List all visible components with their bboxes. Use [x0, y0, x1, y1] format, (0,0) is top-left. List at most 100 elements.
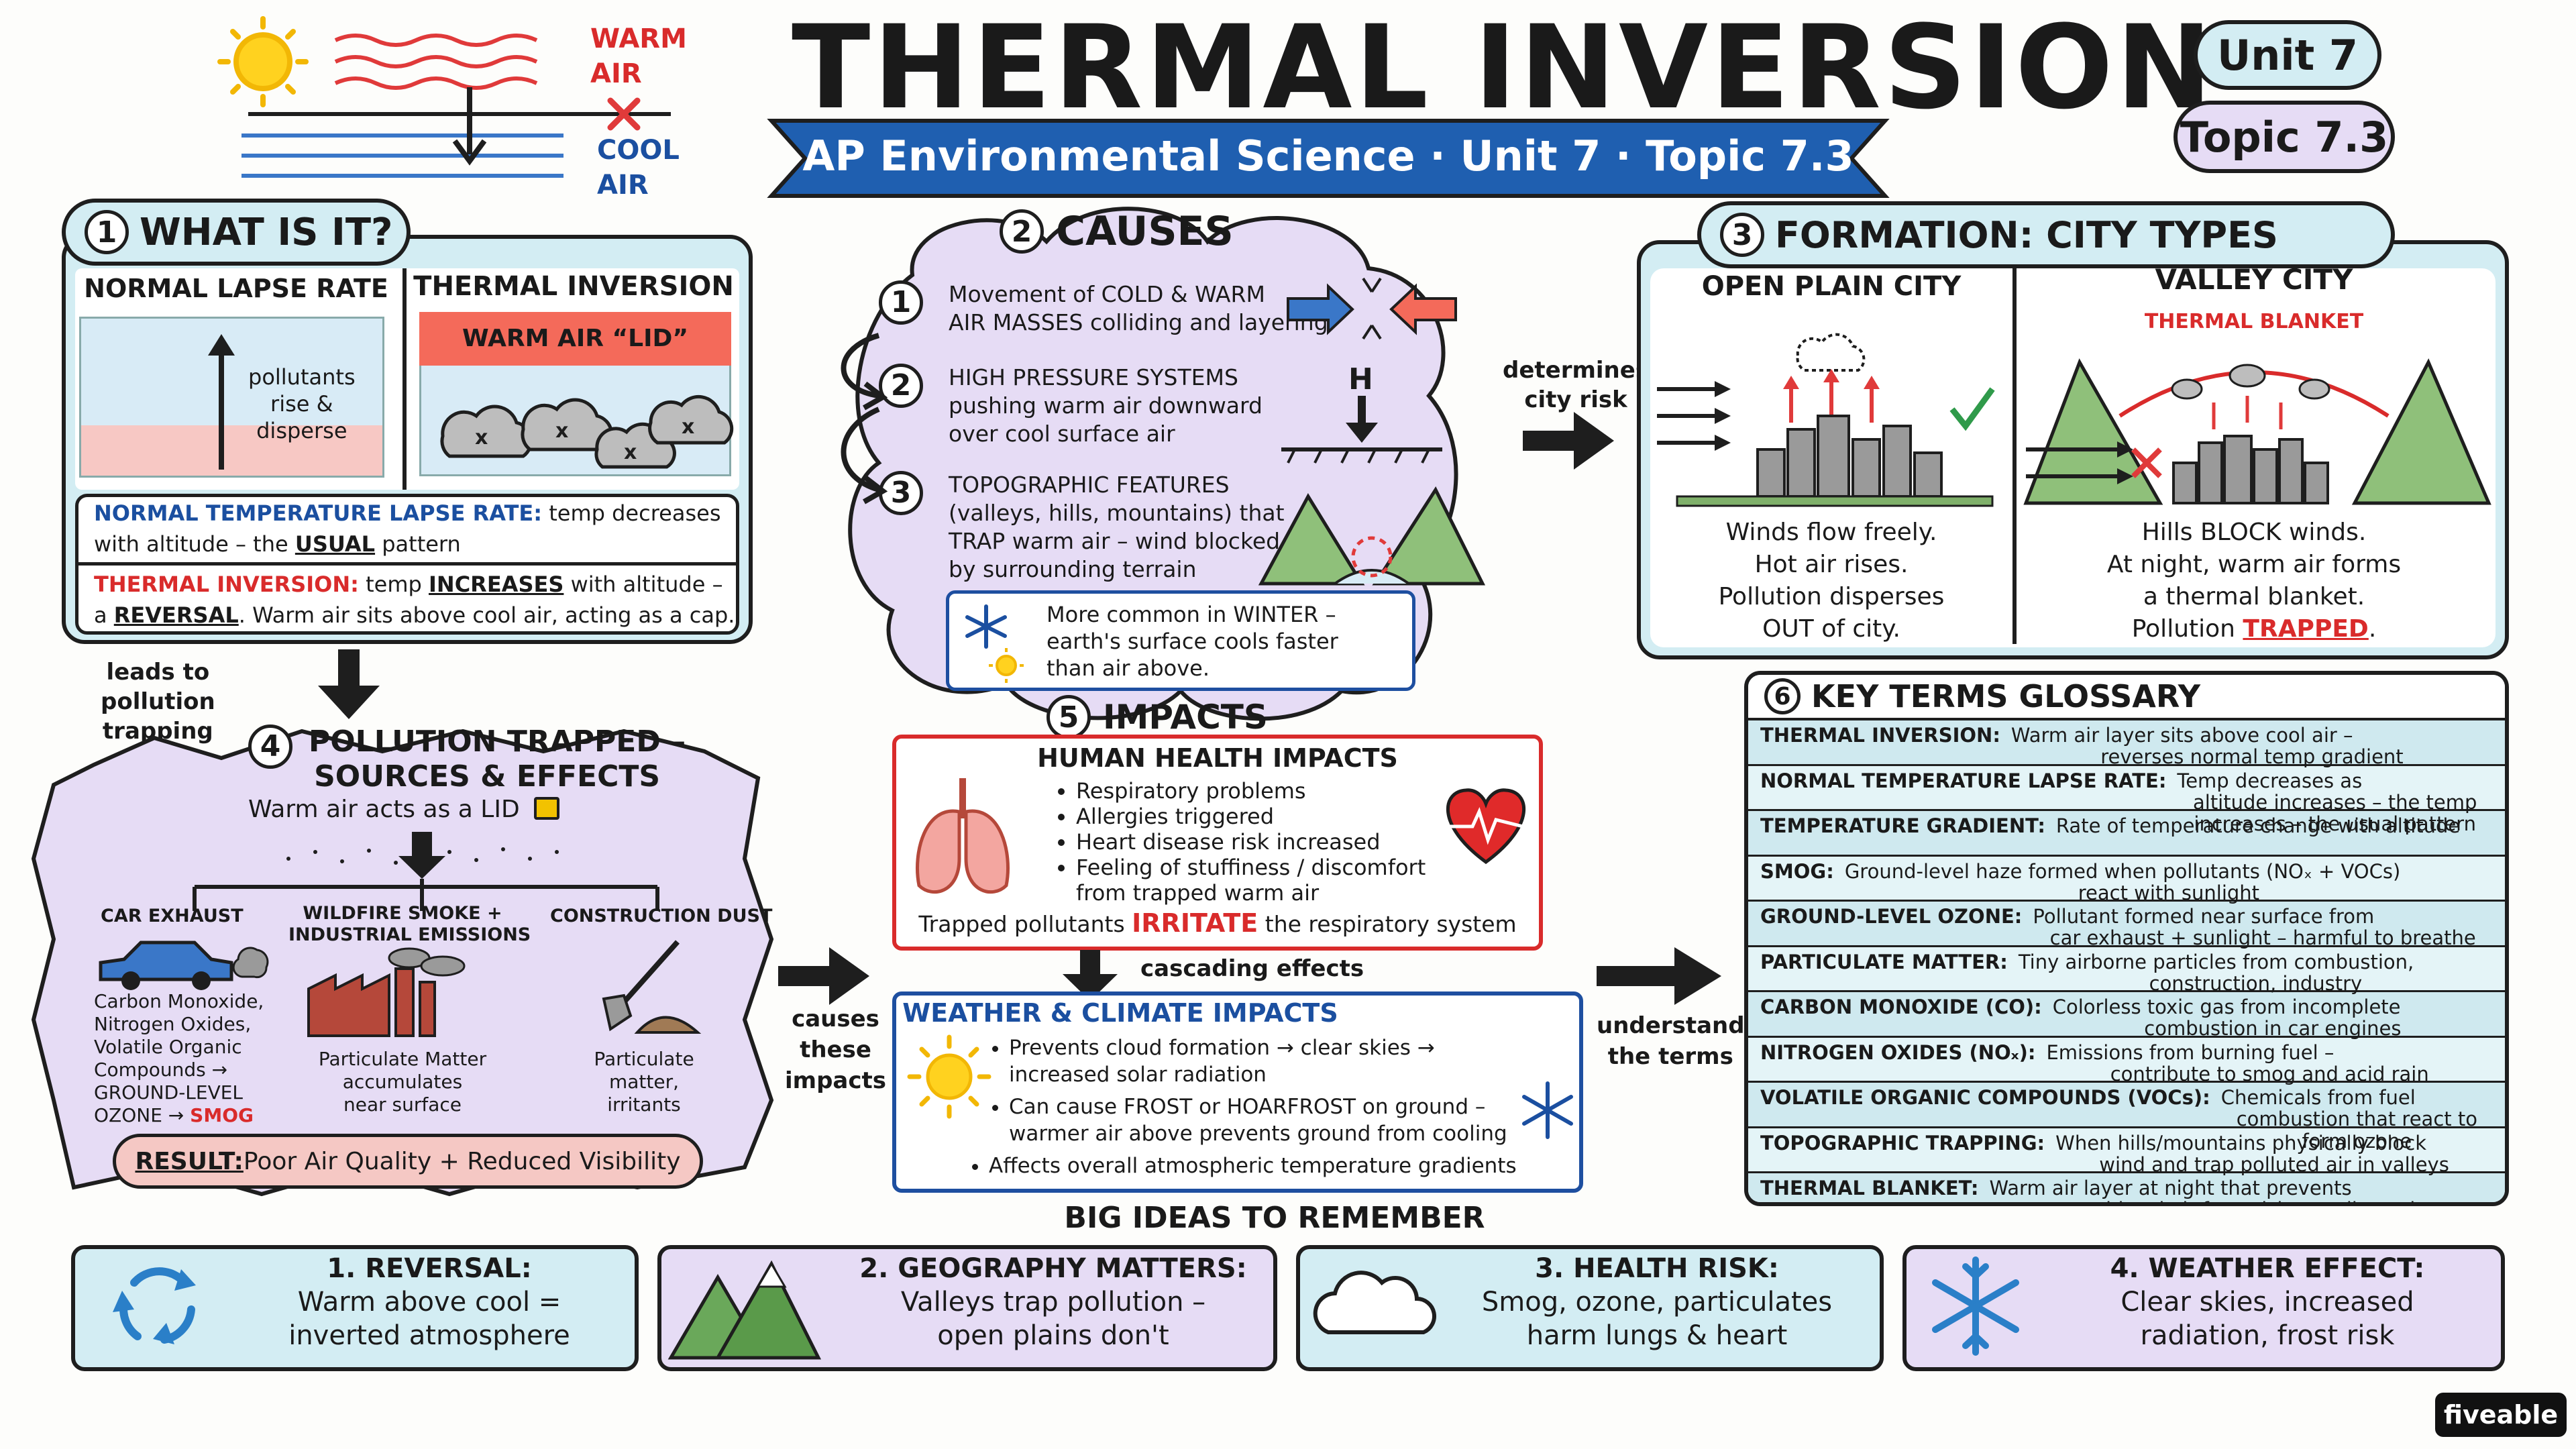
- heart-icon: [1446, 788, 1526, 865]
- branching-arrows-icon: [193, 832, 659, 911]
- health-impacts-footer: Trapped pollutants IRRITATE the respirat…: [918, 908, 1517, 938]
- mountains-icon: [667, 1260, 822, 1360]
- big-ideas-title: BIG IDEAS TO REMEMBER: [1064, 1201, 1485, 1235]
- glossary-term: THERMAL BLANKET:: [1760, 1177, 1979, 1199]
- glossary-row: PARTICULATE MATTER: Tiny airborne particl…: [1748, 947, 2505, 995]
- down-arrow-icon: [318, 649, 380, 719]
- valley-city-title: VALLEY CITY: [2155, 263, 2353, 296]
- glossary-term: TOPOGRAPHIC TRAPPING:: [1760, 1131, 2045, 1155]
- glossary-term: TEMPERATURE GRADIENT:: [1760, 814, 2045, 837]
- car-icon: [99, 941, 269, 990]
- thermal-inversion-title: THERMAL INVERSION: [413, 271, 734, 302]
- definition-normal-lapse: NORMAL TEMPERATURE LAPSE RATE: temp decr…: [94, 500, 721, 557]
- glossary-definition: Warm air layer at night that preventsgro…: [1989, 1177, 2440, 1202]
- glossary-term: PARTICULATE MATTER:: [1760, 950, 2008, 973]
- topic-badge: Topic 7.3: [2174, 101, 2395, 173]
- weather-impacts-panel: [892, 991, 1583, 1193]
- big-idea-card-4: [1902, 1245, 2505, 1371]
- glossary-row: TOPOGRAPHIC TRAPPING: When hills/mountain…: [1748, 1128, 2505, 1176]
- right-arrow-icon: [1523, 412, 1614, 470]
- glossary-row: SMOG: Ground-level haze formed when pollu…: [1748, 856, 2505, 904]
- unit-badge: Unit 7: [2194, 20, 2381, 90]
- high-pressure-icon: [1281, 396, 1442, 464]
- glossary-term: THERMAL INVERSION:: [1760, 724, 2000, 747]
- glossary-row: NITROGEN OXIDES (NOₓ): Emissions from bur…: [1748, 1037, 2505, 1085]
- big-idea-1-text: 1. REVERSAL:Warm above cool =inverted at…: [288, 1253, 570, 1351]
- glossary-row: THERMAL INVERSION: Warm air layer sits ab…: [1748, 720, 2505, 769]
- down-arrow-icon-2: [1063, 950, 1118, 1001]
- warm-cool-air-icon: [217, 16, 671, 178]
- rising-arrow-icon: [208, 334, 235, 470]
- svg-text:x: x: [475, 426, 488, 449]
- valley-terrain-icon: [1258, 486, 1486, 586]
- source-construction-title: CONSTRUCTION DUST: [550, 906, 773, 926]
- source-wildfire-title: WILDFIRE SMOKE +INDUSTRIAL EMISSIONS: [288, 903, 531, 945]
- glossary-definition: Warm air layer sits above cool air –reve…: [2010, 724, 2404, 769]
- definition-thermal-inversion: THERMAL INVERSION: temp INCREASES with a…: [94, 572, 735, 628]
- divider: [402, 268, 407, 490]
- glossary-term: SMOG:: [1760, 859, 1834, 883]
- big-idea-card-1: [71, 1245, 639, 1371]
- big-idea-2-text: 2. GEOGRAPHY MATTERS:Valleys trap pollut…: [859, 1253, 1247, 1351]
- curved-arrows-icon: [841, 333, 888, 504]
- glossary-definition: Tiny airborne particles from combustion,…: [2018, 950, 2414, 995]
- formation-divider: [2012, 268, 2017, 644]
- big-idea-4-text: 4. WEATHER EFFECT:Clear skies, increased…: [2110, 1253, 2425, 1351]
- snowflake-icon: [1522, 1081, 1573, 1139]
- right-arrow-icon-2: [778, 947, 869, 1005]
- glossary-term: GROUND-LEVEL OZONE:: [1760, 905, 2023, 928]
- svg-text:x: x: [624, 441, 637, 464]
- glossary-definition: Emissions from burning fuel –contribute …: [2046, 1040, 2429, 1085]
- high-pressure-symbol: H: [1348, 362, 1373, 396]
- weather-impacts-list: Prevents cloud formation → clear skies →…: [986, 1034, 1517, 1179]
- right-arrow-icon-3: [1597, 947, 1721, 1005]
- weather-impacts-title: WEATHER & CLIMATE IMPACTS: [902, 998, 1338, 1028]
- thermal-blanket-label: THERMAL BLANKET: [2144, 310, 2364, 333]
- glossary-term: VOLATILE ORGANIC COMPOUNDS (VOCs):: [1760, 1086, 2210, 1109]
- source-car-text: Carbon Monoxide,Nitrogen Oxides,Volatile…: [94, 990, 264, 1126]
- cloud-icon: [1313, 1271, 1436, 1334]
- glossary-term: NITROGEN OXIDES (NOₓ):: [1760, 1040, 2036, 1064]
- cascading-effects-label: cascading effects: [1140, 955, 1364, 982]
- open-plain-city-icon: [1657, 333, 1995, 507]
- glossary-row: CARBON MONOXIDE (CO): Colorless toxic gas…: [1748, 992, 2505, 1040]
- glossary-row: GROUND-LEVEL OZONE: Pollutant formed near…: [1748, 902, 2505, 950]
- glossary-term: NORMAL TEMPERATURE LAPSE RATE:: [1760, 769, 2167, 792]
- colliding-air-icon: [1287, 277, 1457, 340]
- lungs-icon: [916, 778, 1010, 894]
- pollution-header: 4 POLLUTION TRAPPED –SOURCES & EFFECTS: [248, 724, 686, 794]
- shovel-icon: [602, 940, 702, 1034]
- brand-logo: fiveable: [2435, 1393, 2567, 1437]
- cycle-arrows-icon: [113, 1267, 196, 1344]
- glossary-row: TEMPERATURE GRADIENT: Rate of temperature…: [1748, 811, 2505, 857]
- glossary-term: CARBON MONOXIDE (CO):: [1760, 996, 2042, 1018]
- lock-icon: [534, 797, 560, 820]
- big-idea-3-text: 3. HEALTH RISK:Smog, ozone, particulates…: [1481, 1253, 1833, 1351]
- snowflake-icon-2: [1932, 1256, 2019, 1356]
- svg-text:x: x: [682, 415, 694, 439]
- glossary-definition: Rate of temperature change with altitude: [2055, 814, 2461, 837]
- glossary-row: NORMAL TEMPERATURE LAPSE RATE:Temp decre…: [1748, 765, 2505, 835]
- glossary-row: VOLATILE ORGANIC COMPOUNDS (VOCs): Chemic…: [1748, 1083, 2505, 1152]
- result-banner: RESULT: Poor Air Quality + Reduced Visib…: [113, 1134, 703, 1189]
- glossary-definition: Ground-level haze formed when pollutants…: [1844, 859, 2401, 904]
